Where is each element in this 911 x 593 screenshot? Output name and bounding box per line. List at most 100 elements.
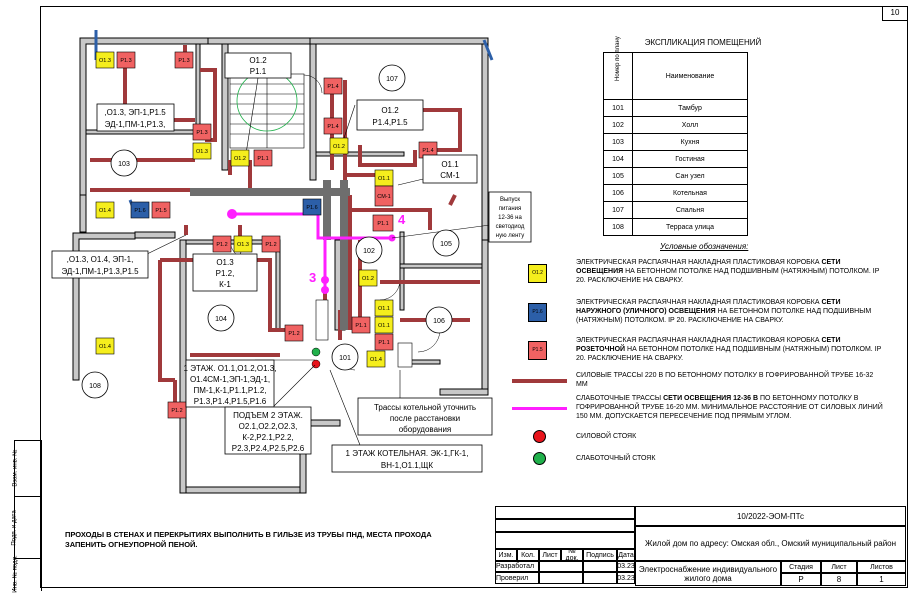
lowvolt-traces <box>232 212 392 290</box>
tb-h-kol: Кол. <box>517 549 539 561</box>
tb-r1-sign <box>583 561 617 572</box>
callout-3: O1.2 P1.4,P1.5 <box>356 99 424 131</box>
tb-blank-2 <box>495 519 635 532</box>
svg-text:O1.1: O1.1 <box>378 176 390 182</box>
explication-col-num: Номер по плану <box>603 36 633 100</box>
tb-r2-name <box>539 572 583 584</box>
svg-text:,O1.3, O1.4, ЭП-1,: ,O1.3, O1.4, ЭП-1, <box>67 255 134 264</box>
svg-text:P1.6: P1.6 <box>306 205 317 211</box>
box-o11-a: O1.1 <box>374 169 394 187</box>
svg-text:P1.4,P1.5: P1.4,P1.5 <box>372 118 408 127</box>
svg-text:P1.1: P1.1 <box>378 340 389 346</box>
legend-outdoor-text: ЭЛЕКТРИЧЕСКАЯ РАСПАЯЧНАЯ НАКЛАДНАЯ ПЛАСТ… <box>576 299 872 324</box>
room-108-label: 108 <box>89 383 101 390</box>
svg-text:Трассы котельной уточнить: Трассы котельной уточнить <box>374 403 476 412</box>
side-box-inv: Инв. № подл. <box>13 555 42 593</box>
box-o14-a: O1.4 <box>95 201 115 219</box>
walls <box>72 37 489 494</box>
box-p11-c: P1.1 <box>351 316 371 334</box>
svg-text:O1.3: O1.3 <box>216 258 234 267</box>
box-p12-b: P1.2 <box>261 235 281 253</box>
box-o13-c: O1.3 <box>233 235 253 253</box>
svg-text:P1.2: P1.2 <box>288 331 299 337</box>
box-p14-b: P1.4 <box>323 117 343 135</box>
callout-2: ,O1.3, ЭП-1,P1.5 ЭД-1,ПМ-1,P1.3, <box>96 103 175 132</box>
svg-text:O1.2: O1.2 <box>333 144 345 150</box>
svg-text:P1.3: P1.3 <box>120 58 131 64</box>
svg-text:P1.1: P1.1 <box>377 221 388 227</box>
tb-address: Жилой дом по адресу: Омская обл., Омский… <box>635 526 906 561</box>
tb-r2-sign <box>583 572 617 584</box>
callout-10: Трассы котельной уточнить после расстано… <box>357 397 493 436</box>
legend-lowvolt-riser-icon <box>533 452 546 465</box>
legend-outdoor-icon: P1.6 <box>528 303 547 322</box>
svg-text:O1.4: O1.4 <box>99 344 111 350</box>
svg-text:1 ЭТАЖ КОТЕЛЬНАЯ. ЭК-1,ГК-1,: 1 ЭТАЖ КОТЕЛЬНАЯ. ЭК-1,ГК-1, <box>346 449 469 458</box>
box-o12-a: O1.2 <box>230 149 250 167</box>
callouts: O1.2 P1.1 ,O1.3, ЭП-1,P1.5 ЭД-1,ПМ-1,P1.… <box>51 52 532 473</box>
svg-text:P1.2: P1.2 <box>216 242 227 248</box>
drawing-frame <box>40 6 908 588</box>
legend-power-riser-text: СИЛОВОЙ СТОЯК <box>576 433 637 440</box>
callout-11: 1 ЭТАЖ КОТЕЛЬНАЯ. ЭК-1,ГК-1, ВН-1,O1.1,Щ… <box>331 444 483 473</box>
svg-text:P1.2: P1.2 <box>171 408 182 414</box>
tb-h-list: Лист <box>539 549 561 561</box>
marker-4: 4 <box>398 212 406 227</box>
svg-text:O1.1: O1.1 <box>378 323 390 329</box>
svg-text:P1.4: P1.4 <box>327 124 338 130</box>
room-107-label: 107 <box>386 76 398 83</box>
svg-text:O1.1: O1.1 <box>441 160 459 169</box>
box-p13-c: P1.3 <box>192 123 212 141</box>
svg-text:O1.4: O1.4 <box>99 208 111 214</box>
power-traces <box>90 45 480 405</box>
tb-blank-1 <box>495 506 635 519</box>
box-p11-a: P1.1 <box>253 149 273 167</box>
svg-text:P1.3,P1.4,P1.5,P1.6: P1.3,P1.4,P1.5,P1.6 <box>194 397 267 406</box>
svg-text:P2.3,P2.4,P2.5,P2.6: P2.3,P2.4,P2.5,P2.6 <box>232 444 305 453</box>
svg-text:P1.1: P1.1 <box>250 67 267 76</box>
legend-lighting-text: ЭЛЕКТРИЧЕСКАЯ РАСПАЯЧНАЯ НАКЛАДНАЯ ПЛАСТ… <box>576 259 880 284</box>
svg-text:O1.2: O1.2 <box>362 276 374 282</box>
svg-text:питания: питания <box>499 206 522 212</box>
tb-r1-date: 03.23 <box>617 561 635 572</box>
svg-text:К-1: К-1 <box>219 280 231 289</box>
box-o13-a: O1.3 <box>95 51 115 69</box>
svg-text:P1.2: P1.2 <box>265 242 276 248</box>
box-p12-d: P1.2 <box>167 401 187 419</box>
svg-text:P1.4: P1.4 <box>422 148 433 154</box>
tb-stage-h: Стадия <box>781 561 821 573</box>
installation-note: ПРОХОДЫ В СТЕНАХ И ПЕРЕКРЫТИЯХ ВЫПОЛНИТЬ… <box>65 530 432 549</box>
box-o14-c: O1.4 <box>366 350 386 368</box>
svg-text:ЭД-1,ПМ-1,P1.3,P1.5: ЭД-1,ПМ-1,P1.3,P1.5 <box>61 267 139 276</box>
tb-r1-role: Разработал <box>495 561 539 572</box>
title-block: 10/2022-ЭОМ-ПТс Жилой дом по адресу: Омс… <box>495 506 906 586</box>
svg-text:СМ-1: СМ-1 <box>440 171 460 180</box>
svg-text:СМ-1: СМ-1 <box>377 194 390 200</box>
legend-power-line-icon <box>512 379 567 383</box>
svg-text:1 ЭТАЖ. O1.1,O1.2,O1.3,: 1 ЭТАЖ. O1.1,O1.2,O1.3, <box>184 364 277 373</box>
legend-lowvolt-line-icon <box>512 407 567 410</box>
legend-lowvolt-line-text: СЛАБОТОЧНЫЕ ТРАССЫ СЕТИ ОСВЕЩЕНИЯ 12-36 … <box>576 395 883 420</box>
callout-8: 1 ЭТАЖ. O1.1,O1.2,O1.3, O1.4СМ-1,ЭП-1,ЭД… <box>184 359 277 408</box>
tb-code: 10/2022-ЭОМ-ПТс <box>635 506 906 526</box>
svg-text:К-2,P2.1,P2.2,: К-2,P2.1,P2.2, <box>242 433 293 442</box>
box-p16-a: P1.6 <box>130 201 150 219</box>
tb-blank-3 <box>495 532 635 549</box>
svg-text:O1.3: O1.3 <box>237 242 249 248</box>
box-p15-a: P1.5 <box>151 201 171 219</box>
svg-text:P1.3: P1.3 <box>196 130 207 136</box>
floor-plan: 101 102 103 104 105 106 107 108 4 3 O1.3… <box>51 30 532 494</box>
tb-r2-role: Проверил <box>495 572 539 584</box>
tb-h-izm: Изм. <box>495 549 517 561</box>
pipes <box>315 299 413 368</box>
callout-7: O1.3 P1.2, К-1 <box>192 253 258 292</box>
page-number: 10 <box>882 6 907 21</box>
legend-lighting-icon: O1.2 <box>528 264 547 283</box>
tb-h-data: Дата <box>617 549 635 561</box>
legend-lowvolt-riser-text: СЛАБОТОЧНЫЙ СТОЯК <box>576 455 656 462</box>
tb-sheet-h: Лист <box>821 561 857 573</box>
tb-subject: Электроснабжение индивидуального жилого … <box>635 561 781 586</box>
legend-power-line-text: СИЛОВЫЕ ТРАССЫ 220 В ПО БЕТОННОМУ ПОТОЛК… <box>576 372 874 388</box>
